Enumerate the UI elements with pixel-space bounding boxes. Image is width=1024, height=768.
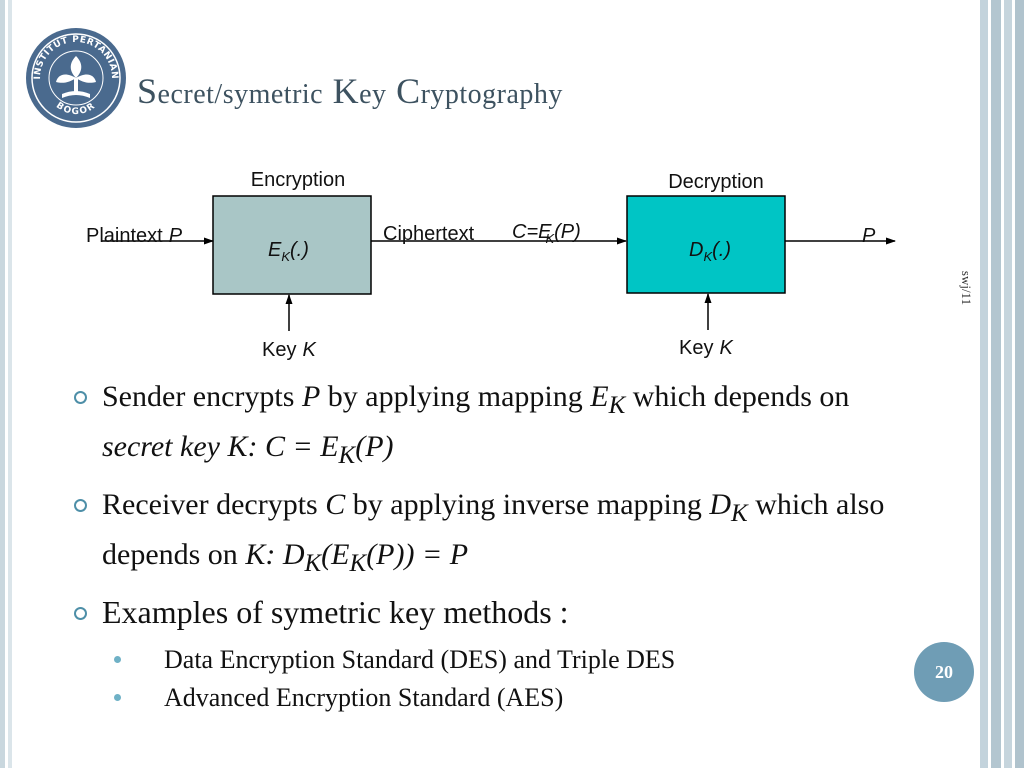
sub-bullet-dot bbox=[114, 656, 121, 663]
decryption-label: Decryption bbox=[668, 171, 764, 193]
bullet-sender: Sender encrypts P by applying mapping EK… bbox=[74, 376, 894, 476]
bullet-list: Sender encrypts P by applying mapping EK… bbox=[74, 376, 894, 717]
ipb-logo: INSTITUT PERTANIAN BOGOR bbox=[26, 28, 126, 128]
side-note: swj/11 bbox=[959, 270, 974, 306]
sub-bullet-dot bbox=[114, 694, 121, 701]
decryption-function: DK(.) bbox=[689, 239, 731, 264]
title-rest-1: ecret/symetric bbox=[157, 79, 324, 110]
bullet-receiver: Receiver decrypts C by applying inverse … bbox=[74, 484, 894, 584]
output-label: P bbox=[862, 225, 876, 247]
left-frame-stripe bbox=[0, 0, 12, 768]
encryption-function: EK(.) bbox=[268, 239, 309, 264]
title-initial-2: K bbox=[332, 71, 360, 111]
title-rest-3: ryptography bbox=[420, 79, 563, 110]
slide-title: Secret/symetric Key Cryptography bbox=[137, 70, 563, 112]
encryption-label: Encryption bbox=[251, 169, 346, 191]
bullet-marker bbox=[74, 391, 87, 404]
title-rest-2: ey bbox=[359, 79, 387, 110]
sub-bullet-aes: Advanced Encryption Standard (AES) bbox=[74, 679, 894, 717]
bullet-marker bbox=[74, 607, 87, 620]
decryption-box bbox=[626, 195, 786, 294]
sub-bullet-des: Data Encryption Standard (DES) and Tripl… bbox=[74, 641, 894, 679]
ciphertext-label: Ciphertext bbox=[383, 223, 475, 245]
right-frame-stripes bbox=[978, 0, 1024, 768]
page-number-badge: 20 bbox=[914, 642, 974, 702]
bullet-marker bbox=[74, 499, 87, 512]
bullet-examples: Examples of symetric key methods : bbox=[74, 592, 894, 633]
ciphertext-formula: C=EK(P) bbox=[512, 221, 581, 246]
title-initial-1: S bbox=[137, 71, 158, 111]
title-initial-3: C bbox=[396, 71, 421, 111]
